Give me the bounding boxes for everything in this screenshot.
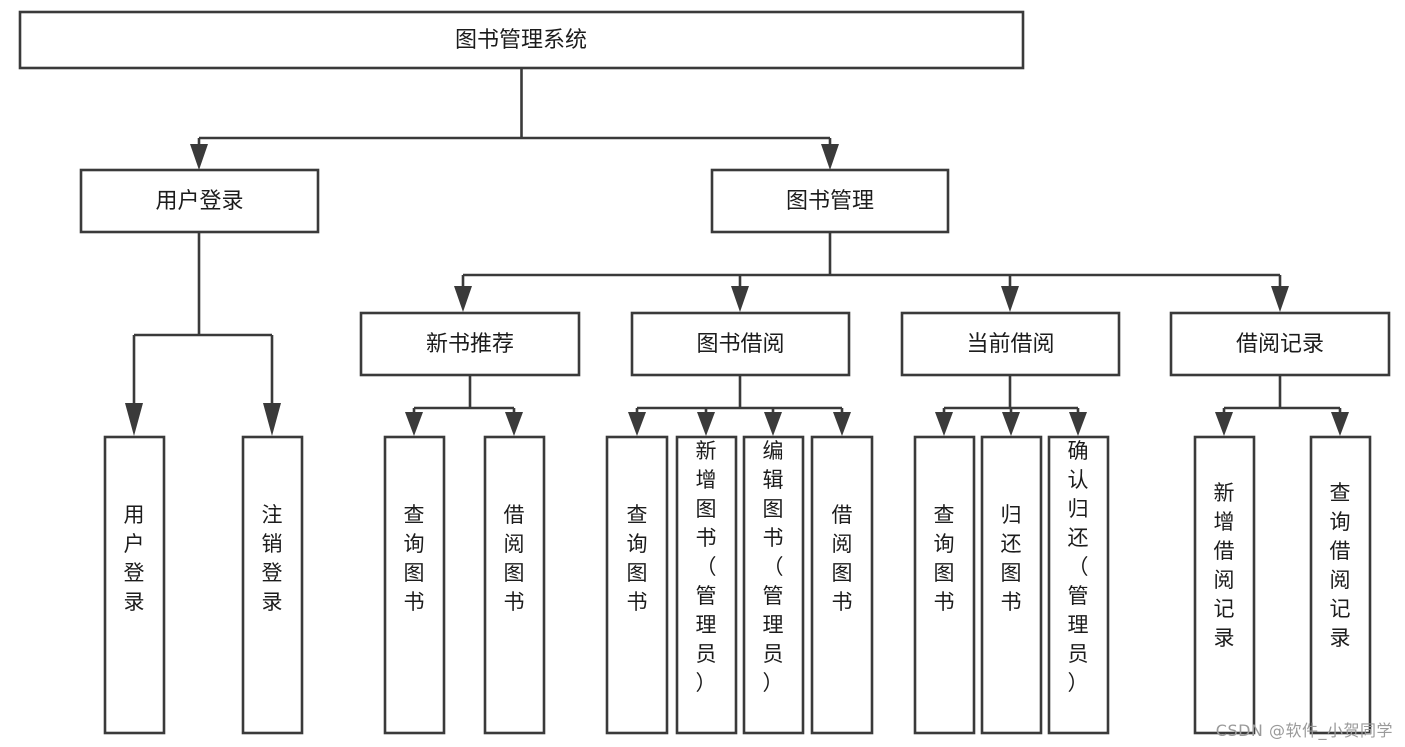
leaf-group-current-borrow: 查询图书 归还图书 确认归还（管理员） [913, 435, 1110, 735]
arrow-head-leaf-add-record [1215, 412, 1233, 436]
arrow-head-leaf-query-book-1 [405, 412, 423, 436]
arrow-head-book-borrow [731, 286, 749, 312]
arrow-head-leaf-query-book-2 [628, 412, 646, 436]
arrow-head-leaf-user-login [125, 403, 143, 436]
leaf-node[interactable]: 借阅图书 [483, 435, 546, 735]
leaf-node[interactable]: 编辑图书（管理员） [742, 435, 805, 735]
leaf-query-book-1-box[interactable] [383, 435, 446, 735]
leaf-node[interactable]: 查询图书 [913, 435, 976, 735]
leaf-node[interactable]: 归还图书 [980, 435, 1043, 735]
node-current-borrow[interactable]: 当前借阅 [900, 311, 1121, 377]
leaf-borrow-book-1-label: 借阅图书 [504, 503, 525, 614]
leaf-query-book-2-label: 查询图书 [627, 503, 648, 614]
leaf-add-record-box[interactable] [1193, 435, 1256, 735]
node-book-management[interactable]: 图书管理 [710, 168, 950, 234]
leaf-query-book-3-label: 查询图书 [934, 503, 955, 614]
node-book-borrow-box[interactable] [630, 311, 851, 377]
node-root[interactable]: 图书管理系统 [18, 10, 1025, 70]
leaf-query-record-label: 查询借阅记录 [1330, 481, 1351, 650]
node-borrow-record-label: 借阅记录 [1236, 332, 1324, 357]
leaf-node[interactable]: 用户登录 [103, 435, 166, 735]
leaf-group-borrow-record: 新增借阅记录 查询借阅记录 [1193, 435, 1372, 735]
leaf-borrow-book-2-box[interactable] [810, 435, 874, 735]
node-current-borrow-box[interactable] [900, 311, 1121, 377]
leaf-user-logout-box[interactable] [241, 435, 304, 735]
arrow-head-leaf-query-record [1331, 412, 1349, 436]
leaf-confirm-return-box[interactable] [1047, 435, 1110, 735]
leaf-add-book-label: 新增图书（管理员） [696, 439, 717, 695]
node-root-label: 图书管理系统 [455, 28, 587, 53]
leaf-node[interactable]: 确认归还（管理员） [1047, 435, 1110, 735]
leaf-group-book-borrow: 查询图书 新增图书（管理员） 编辑图书（管理员） 借阅图书 [605, 435, 874, 735]
leaf-borrow-book-2-label: 借阅图书 [832, 503, 853, 614]
arrow-head-leaf-add-book [697, 412, 715, 436]
csdn-watermark: CSDN @软件_小贺同学 [1215, 721, 1393, 740]
leaf-node[interactable]: 注销登录 [241, 435, 304, 735]
leaf-add-record-label: 新增借阅记录 [1214, 481, 1235, 650]
leaf-node[interactable]: 查询图书 [383, 435, 446, 735]
arrow-head-leaf-confirm-return [1069, 412, 1087, 436]
leaf-borrow-book-1-box[interactable] [483, 435, 546, 735]
arrow-head-borrow-record [1271, 286, 1289, 312]
arrow-head-leaf-borrow-book-2 [833, 412, 851, 436]
leaf-group-user-login: 用户登录 注销登录 [103, 435, 304, 735]
leaf-query-book-3-box[interactable] [913, 435, 976, 735]
arrow-head-leaf-edit-book [764, 412, 782, 436]
node-current-borrow-label: 当前借阅 [966, 332, 1054, 357]
arrow-head-book-management [821, 144, 839, 170]
leaf-add-book-box[interactable] [675, 435, 738, 735]
leaf-node[interactable]: 新增图书（管理员） [675, 435, 738, 735]
leaf-group-new-book-recommend: 查询图书 借阅图书 [383, 435, 546, 735]
node-new-book-recommend[interactable]: 新书推荐 [359, 311, 581, 377]
node-book-borrow[interactable]: 图书借阅 [630, 311, 851, 377]
node-borrow-record-box[interactable] [1169, 311, 1391, 377]
leaf-user-logout-label: 注销登录 [262, 503, 283, 614]
leaf-node[interactable]: 查询借阅记录 [1309, 435, 1372, 735]
node-book-management-label: 图书管理 [786, 189, 874, 214]
arrow-head-user-login [190, 144, 208, 170]
node-book-management-box[interactable] [710, 168, 950, 234]
leaf-query-book-1-label: 查询图书 [404, 503, 425, 614]
node-new-book-recommend-label: 新书推荐 [426, 332, 514, 357]
leaf-return-book-box[interactable] [980, 435, 1043, 735]
arrow-head-leaf-return-book [1002, 412, 1020, 436]
leaf-query-book-2-box[interactable] [605, 435, 669, 735]
arrow-head-leaf-user-logout [263, 403, 281, 436]
node-new-book-recommend-box[interactable] [359, 311, 581, 377]
leaf-query-record-box[interactable] [1309, 435, 1372, 735]
node-borrow-record[interactable]: 借阅记录 [1169, 311, 1391, 377]
leaf-return-book-label: 归还图书 [1001, 503, 1022, 614]
leaf-node[interactable]: 借阅图书 [810, 435, 874, 735]
leaf-user-login-label: 用户登录 [124, 503, 145, 614]
leaf-edit-book-box[interactable] [742, 435, 805, 735]
leaf-user-login-box[interactable] [103, 435, 166, 735]
arrow-head-new-book-recommend [454, 286, 472, 312]
arrow-head-leaf-query-book-3 [935, 412, 953, 436]
leaf-node[interactable]: 新增借阅记录 [1193, 435, 1256, 735]
node-user-login-box[interactable] [79, 168, 320, 234]
arrow-head-current-borrow [1001, 286, 1019, 312]
node-user-login[interactable]: 用户登录 [79, 168, 320, 234]
arrow-head-leaf-borrow-book-1 [505, 412, 523, 436]
leaf-confirm-return-label: 确认归还（管理员） [1068, 439, 1089, 695]
node-book-borrow-label: 图书借阅 [696, 332, 784, 357]
leaf-edit-book-label: 编辑图书（管理员） [763, 439, 784, 695]
leaf-node[interactable]: 查询图书 [605, 435, 669, 735]
node-root-box[interactable] [18, 10, 1025, 70]
node-user-login-label: 用户登录 [155, 189, 243, 214]
connector-group [125, 68, 1349, 436]
